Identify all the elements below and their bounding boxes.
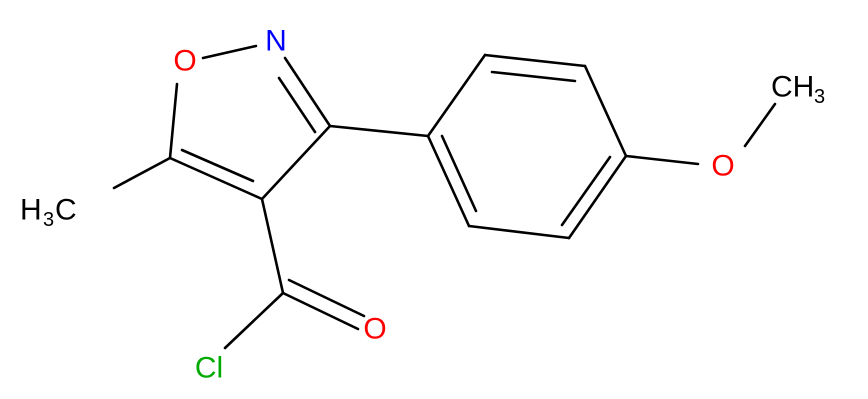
atom-cl: Cl [195,352,223,385]
h3c-h: H [20,194,42,227]
ch3-subscript: 3 [814,86,825,108]
bonds [112,44,777,350]
atom-o-methoxy: O [711,150,734,183]
bond-c4-ccarbonyl [260,197,285,295]
bond-ph3-ph4 [583,64,628,158]
bond-ph1-ph2 [426,53,487,138]
ch3-label: CH [771,71,814,104]
atom-o-carbonyl: O [363,313,386,346]
atom-labels: O N O CH 3 H 3 C O Cl [20,25,825,385]
bond-o-ch3 [743,102,777,148]
h3c-subscript: 3 [43,209,54,231]
bond-c4-c5 [168,156,264,201]
atom-h3c-methyl: H 3 C [20,194,77,232]
bond-c3-phenyl [328,124,430,138]
bond-c3-c4 [260,124,332,201]
h3c-c: C [55,194,77,227]
bond-c5-o [168,82,179,160]
bond-ph4-o [624,154,700,166]
bond-c4-c5-inner [180,148,255,183]
bond-c5-methyl [112,156,172,190]
bond-ph4-ph5-inner [560,155,612,227]
atom-ch3-methoxy: CH 3 [771,71,825,109]
bond-n-c3-inner [277,76,317,134]
bond-ph5-ph6 [467,224,571,240]
bond-o-n [201,44,258,60]
bond-ph6-ph1-inner [440,134,478,213]
bond-ph4-ph5 [567,154,628,240]
atom-o-ring: O [173,45,196,78]
bond-c-o-double-2 [287,278,366,318]
bond-c-cl [223,291,285,350]
bond-ph2-ph3 [483,53,587,68]
bond-n-c3 [283,56,332,128]
bond-ph2-ph3-inner [490,70,577,83]
bond-ph6-ph1 [426,134,471,228]
atom-n-ring: N [265,25,287,58]
bond-c-o-double-1 [281,291,360,331]
